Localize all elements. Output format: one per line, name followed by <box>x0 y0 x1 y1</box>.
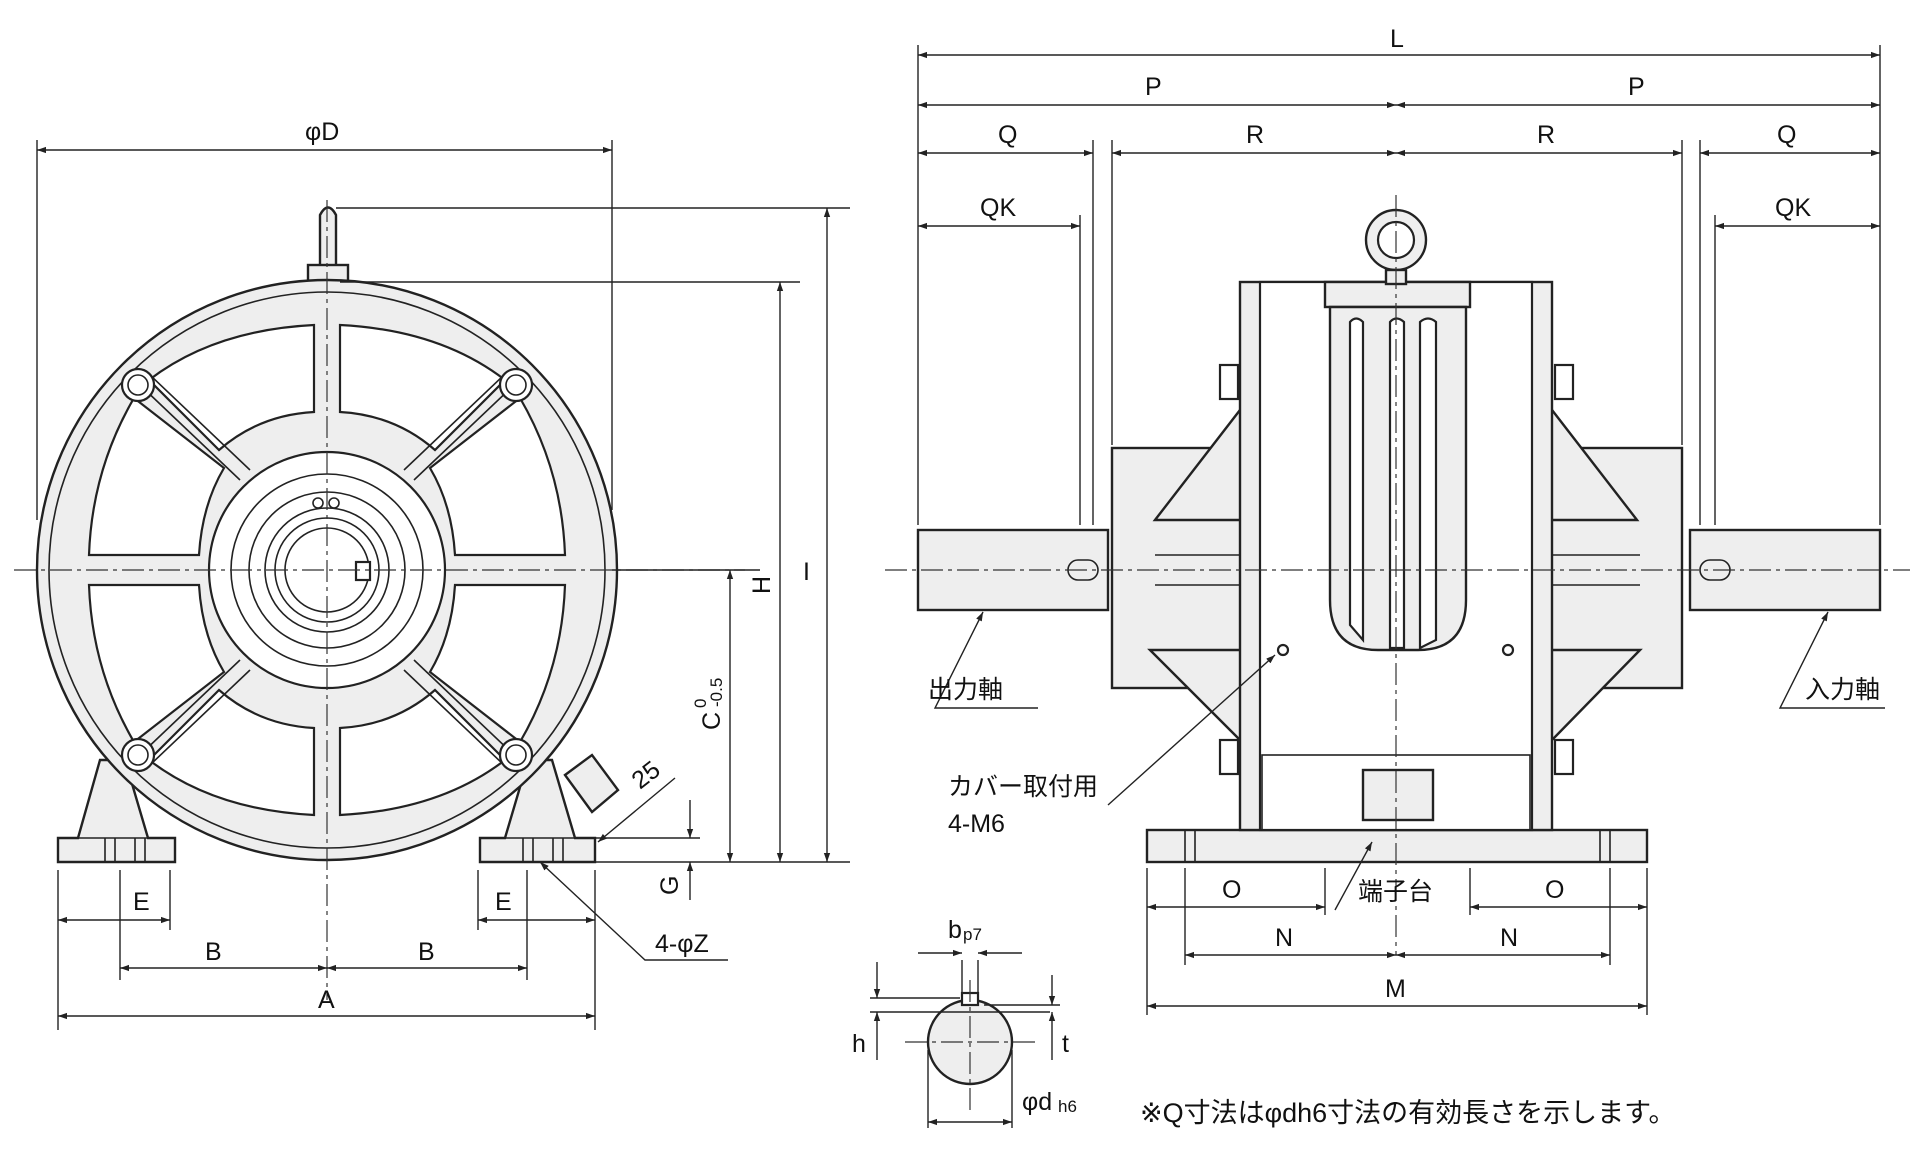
dim-t-label: t <box>1062 1030 1069 1058</box>
dim-C-tol-lower: -0.5 <box>707 678 726 707</box>
side-view: L P P Q R R Q QK QK 出力軸 入力軸 カバー取付用 4-M6 … <box>885 25 1910 1015</box>
terminal-block <box>1361 768 1435 822</box>
dim-b-sub: p7 <box>963 925 982 944</box>
front-view: φD H I C 0 -0.5 25 G E E B B A 4-φZ <box>14 118 850 1030</box>
dim-I-label: I <box>803 558 810 586</box>
dim-E-right-label: E <box>495 888 512 916</box>
lifting-eye <box>318 206 338 284</box>
dim-R-right-label: R <box>1537 121 1555 149</box>
base-plate <box>1145 828 1649 864</box>
dim-h-label: h <box>852 1030 866 1058</box>
dim-E-left-label: E <box>133 888 150 916</box>
dim-N-left-label: N <box>1275 924 1293 952</box>
dim-d-label: φd <box>1022 1088 1052 1116</box>
frame-bolts <box>1218 363 1575 776</box>
dim-B-right-label: B <box>418 938 435 966</box>
dim-R-left-label: R <box>1246 121 1264 149</box>
cover-mount-label: カバー取付用 <box>948 773 1098 801</box>
terminal-block-label: 端子台 <box>1358 878 1433 906</box>
dim-M-label: M <box>1385 975 1406 1003</box>
dim-P-right-label: P <box>1628 73 1645 101</box>
input-shaft-label: 入力軸 <box>1805 676 1880 704</box>
shaft-key-detail: b p7 h t φd h6 <box>852 916 1077 1128</box>
dim-QK-right-label: QK <box>1775 194 1811 222</box>
dim-QK-left-label: QK <box>980 194 1016 222</box>
dim-d-sub: h6 <box>1058 1097 1077 1116</box>
dim-A-label: A <box>318 986 335 1014</box>
dim-O-right-label: O <box>1545 876 1564 904</box>
dim-b-label: b <box>948 916 962 944</box>
dim-D-label: φD <box>305 118 339 146</box>
dim-N-right-label: N <box>1500 924 1518 952</box>
dim-Q-right-label: Q <box>1777 121 1796 149</box>
dim-Q-left-label: Q <box>998 121 1017 149</box>
dim-C-label: C <box>698 712 726 730</box>
dim-P-left-label: P <box>1145 73 1162 101</box>
dim-25-label: 25 <box>626 756 665 795</box>
footnote: ※Q寸法はφdh6寸法の有効長さを示します。 <box>1140 1098 1675 1128</box>
hole-note: 4-φZ <box>655 930 709 958</box>
dim-H-label: H <box>748 576 776 594</box>
dim-L-label: L <box>1390 25 1404 53</box>
housing-ribs <box>87 323 567 817</box>
dim-C-tol-upper: 0 <box>691 699 710 708</box>
cover-screw-label: 4-M6 <box>948 810 1005 838</box>
housing-bolts <box>120 367 534 773</box>
dim-B-left-label: B <box>205 938 222 966</box>
output-shaft-label: 出力軸 <box>928 676 1003 704</box>
dim-G-label: G <box>656 876 684 895</box>
terminal-box <box>563 753 620 814</box>
dim-O-left-label: O <box>1222 876 1241 904</box>
